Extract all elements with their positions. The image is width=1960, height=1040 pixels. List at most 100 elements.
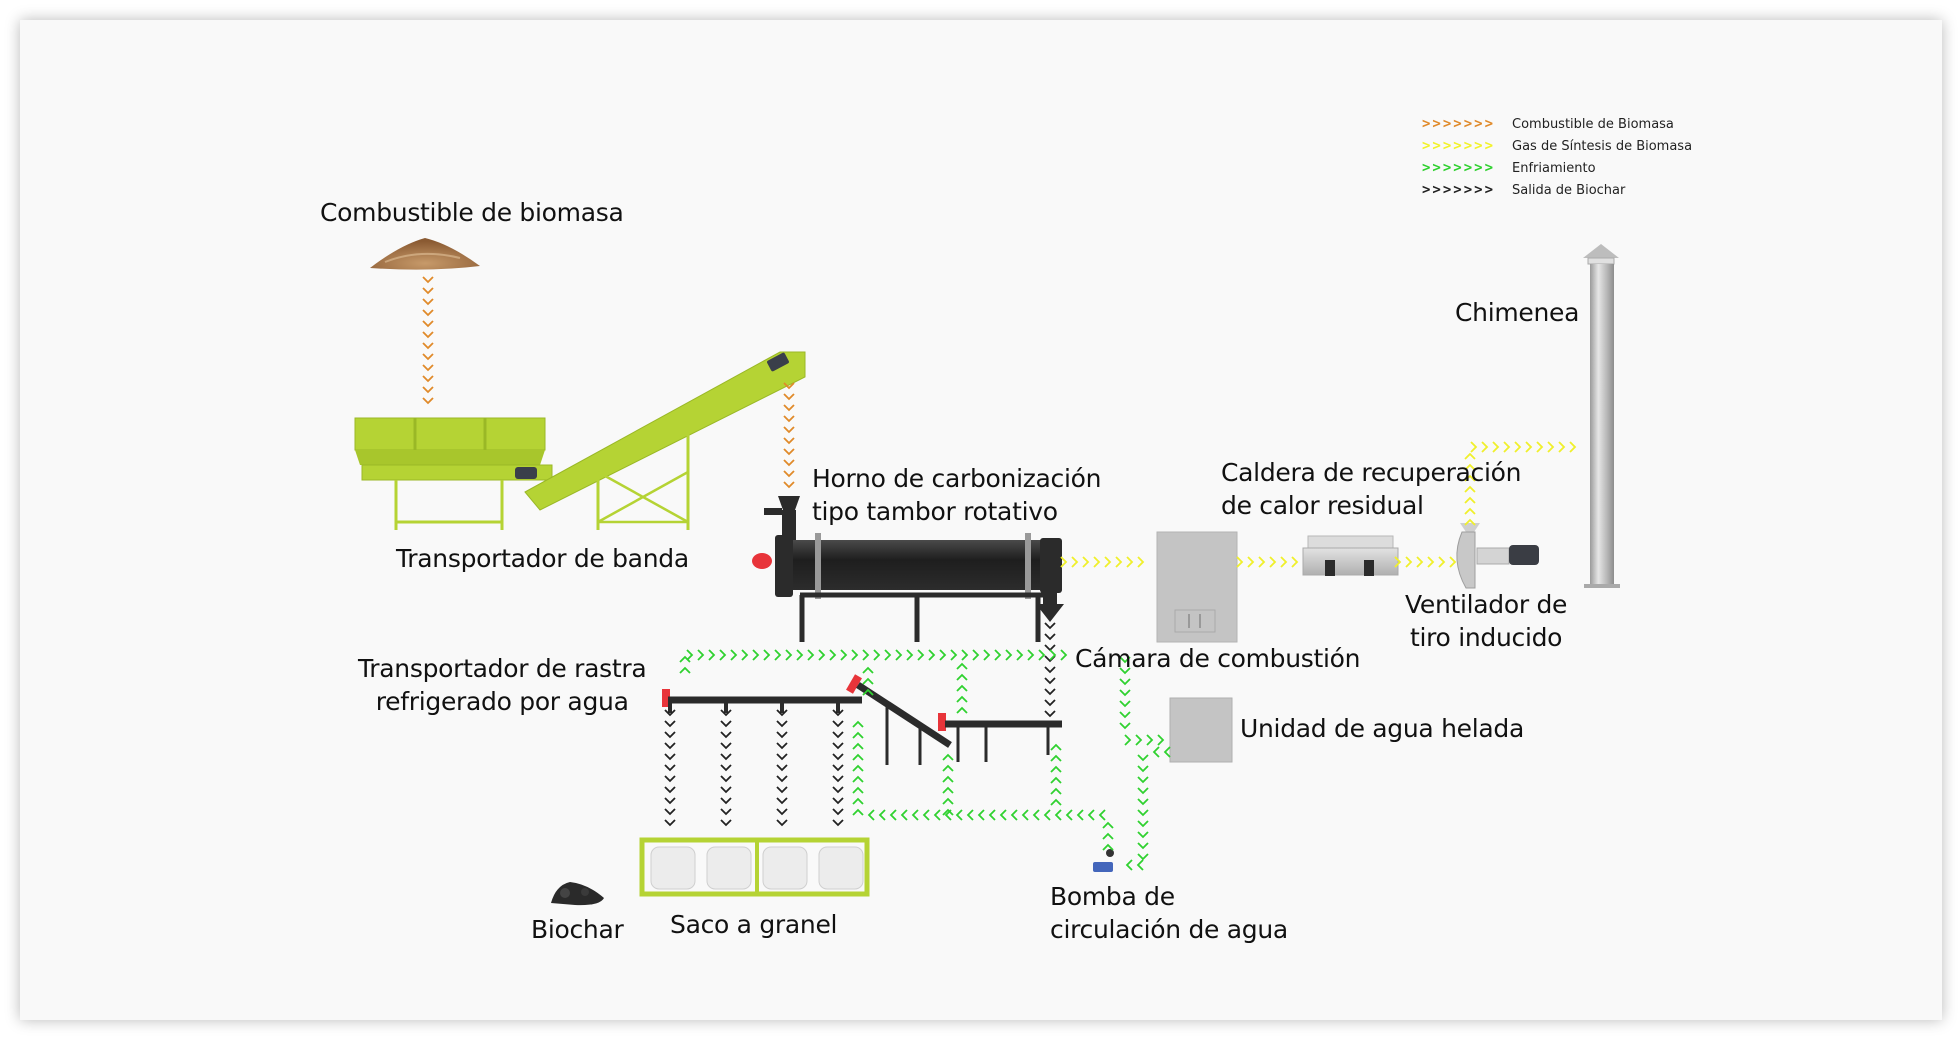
biochar-drop-flow-chevron (776, 808, 788, 816)
cooling-header-flow-chevron (763, 649, 771, 661)
chimney (1583, 244, 1620, 588)
label-combustion-chamber: Cámara de combustión (1075, 644, 1361, 673)
chiller-to-pump-flow-chevron (1137, 754, 1149, 762)
cooling-down-flow-chevron (1119, 711, 1131, 719)
yellow-arrows-icon: >>>>>>> (1422, 138, 1496, 154)
cooling-riser-flow-chevron (956, 695, 968, 703)
biochar-drop-flow-chevron (664, 709, 676, 717)
belt-to-kiln-flow-chevron (783, 382, 795, 390)
cooling-header-flow-chevron (1016, 649, 1024, 661)
cooling-return-header-flow-chevron (922, 809, 930, 821)
kiln-discharge-flow-chevron (1044, 666, 1056, 674)
cooling-return-header-flow-chevron (1043, 809, 1051, 821)
biochar-drop-flow-chevron (832, 797, 844, 805)
rotary-drum-kiln (752, 496, 1064, 642)
burner-icon (752, 553, 772, 569)
biochar-drop-flow-chevron (776, 764, 788, 772)
cooling-return-header-flow-chevron (878, 809, 886, 821)
cooling-riser-flow-chevron (852, 764, 864, 772)
pump-up-flow-chevron (1102, 832, 1114, 840)
cooling-riser-flow-chevron (862, 666, 874, 674)
biomass-feed-flow-chevron (422, 320, 434, 328)
biochar-drop-flow-chevron (776, 819, 788, 827)
boiler-to-fan-gas-flow-chevron (1427, 556, 1435, 568)
chamber-to-boiler-gas-flow-chevron (1247, 556, 1255, 568)
biomass-feed-flow-chevron (422, 309, 434, 317)
belt-conveyor (524, 351, 806, 530)
label-rotary-kiln: Horno de carbonización tipo tambor rotat… (812, 464, 1102, 526)
label-induced-draft-fan: Ventilador de tiro inducido (1405, 590, 1568, 652)
biochar-drop-flow-chevron (664, 764, 676, 772)
biochar-drop-flow-chevron (720, 764, 732, 772)
fan-to-chimney-gas-flow-chevron (1503, 441, 1511, 453)
chiller-to-pump-flow-chevron (1137, 842, 1149, 850)
chamber-to-boiler-gas-flow-chevron (1236, 556, 1244, 568)
feed-hopper (354, 417, 553, 530)
chiller-to-pump-flow-chevron (1137, 853, 1149, 861)
cooling-header-flow-chevron (752, 649, 760, 661)
kiln-to-chamber-gas-flow-chevron (1137, 556, 1145, 568)
fan-to-chimney-gas-flow-chevron (1547, 441, 1555, 453)
cooling-return-header-flow-chevron (933, 809, 941, 821)
chiller-to-pump-flow-chevron (1137, 820, 1149, 828)
chamber-to-boiler-gas-flow-chevron (1280, 556, 1288, 568)
label-bulk-bag: Saco a granel (670, 910, 838, 939)
cooling-header-flow-chevron (774, 649, 782, 661)
fan-to-chimney-gas-flow-chevron (1514, 441, 1522, 453)
cooling-header-flow-chevron (1060, 649, 1068, 661)
into-pump-flow-chevron (1125, 859, 1133, 871)
cooling-return-header-flow-chevron (1010, 809, 1018, 821)
biomass-feed-flow-chevron (422, 331, 434, 339)
cooling-riser-flow-chevron (862, 688, 874, 696)
fan-to-chimney-gas-flow-chevron (1481, 441, 1489, 453)
induced-draft-fan (1456, 523, 1539, 589)
legend-item-biomass-fuel: >>>>>>> Combustible de Biomasa (1422, 113, 1692, 135)
kiln-discharge-flow-chevron (1044, 633, 1056, 641)
hopper-motor-icon (515, 467, 537, 479)
to-chiller-flow-chevron (1124, 734, 1132, 746)
cooling-header-flow-chevron (807, 649, 815, 661)
cooling-riser-flow-chevron (956, 684, 968, 692)
bulk-bag-icon (650, 846, 696, 890)
biochar-drop-flow-chevron (832, 786, 844, 794)
cooling-header-flow-chevron (884, 649, 892, 661)
boiler-to-fan-gas-flow-chevron (1438, 556, 1446, 568)
biochar-drop-flow-chevron (776, 742, 788, 750)
orange-arrows-icon: >>>>>>> (1422, 116, 1496, 132)
legend-item-cooling: >>>>>>> Enfriamiento (1422, 157, 1692, 179)
biochar-drop-flow-chevron (776, 720, 788, 728)
cooling-riser-flow-chevron (852, 808, 864, 816)
biochar-drop-flow-chevron (664, 819, 676, 827)
biochar-drop-flow-chevron (832, 720, 844, 728)
bulk-bag-icon (706, 846, 752, 890)
fan-to-chimney-gas-flow-chevron (1569, 441, 1577, 453)
bulk-bag-rack (639, 837, 870, 897)
combustion-chamber (1156, 531, 1238, 643)
cooling-header-flow-chevron (873, 649, 881, 661)
chamber-to-boiler-gas-flow-chevron (1291, 556, 1299, 568)
fan-to-chimney-gas-flow-chevron (1558, 441, 1566, 453)
cooling-return-flow-chevron (1050, 798, 1062, 806)
biochar-drop-flow-chevron (720, 797, 732, 805)
biochar-drop-flow-chevron (720, 786, 732, 794)
cooling-riser-flow-chevron (852, 742, 864, 750)
boiler-to-fan-gas-flow-chevron (1394, 556, 1402, 568)
label-belt-conveyor: Transportador de banda (396, 544, 689, 573)
cooling-down-flow-chevron (1119, 667, 1131, 675)
cooling-riser-flow-chevron (942, 753, 954, 761)
belt-to-kiln-flow-chevron (783, 415, 795, 423)
cooling-riser-flow-chevron (852, 731, 864, 739)
cooling-header-flow-chevron (906, 649, 914, 661)
cooling-header-flow-chevron (851, 649, 859, 661)
kiln-to-chamber-gas-flow-chevron (1126, 556, 1134, 568)
biomass-feed-flow-chevron (422, 353, 434, 361)
cooling-down-flow-chevron (1119, 689, 1131, 697)
cooling-header-flow-chevron (994, 649, 1002, 661)
cooling-return-header-flow-chevron (1076, 809, 1084, 821)
biochar-drop-flow-chevron (720, 709, 732, 717)
boiler-to-fan-gas-flow-chevron (1416, 556, 1424, 568)
cooling-return-flow-chevron (1050, 776, 1062, 784)
cooling-return-flow-chevron (1050, 743, 1062, 751)
cooling-header-flow-chevron (983, 649, 991, 661)
cooling-return-flow-chevron (1050, 754, 1062, 762)
